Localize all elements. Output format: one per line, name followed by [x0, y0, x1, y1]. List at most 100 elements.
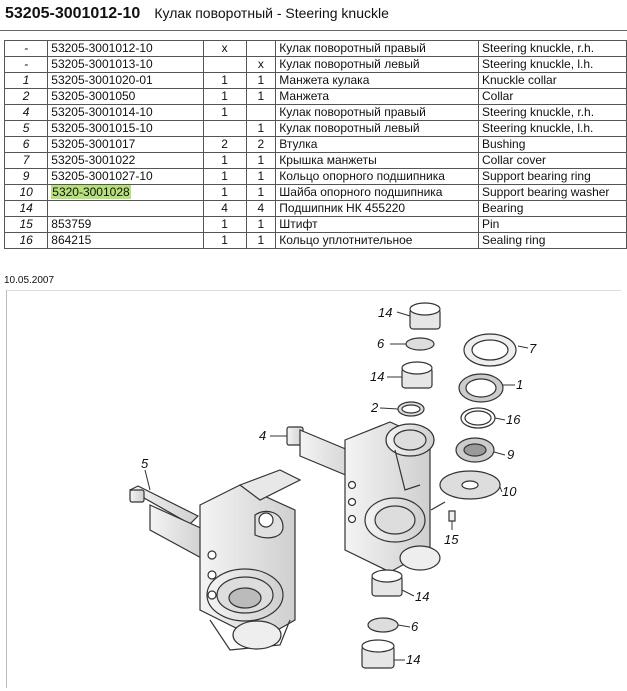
callout-14-lower: 14 — [415, 589, 429, 604]
cell-name-ru: Втулка — [275, 136, 479, 153]
callout-9: 9 — [507, 447, 514, 462]
callout-1: 1 — [516, 377, 523, 392]
cell-position: 9 — [3, 168, 49, 185]
cell-position: - — [3, 56, 49, 73]
cell-name-ru: Подшипник НК 455220 — [275, 200, 479, 217]
left-knuckle-drawing — [128, 469, 302, 651]
cell-qty-left: 2 — [245, 136, 277, 153]
callouts: 14 6 14 2 4 5 7 1 16 9 10 15 14 6 14 — [141, 305, 537, 667]
cell-position: 15 — [3, 216, 49, 233]
cell-qty-left: 1 — [245, 232, 277, 249]
cell-name-en: Support bearing ring — [478, 168, 627, 185]
cell-part-number: 53205-3001050 — [47, 88, 204, 105]
cell-qty-left: 1 — [245, 120, 277, 137]
callout-5: 5 — [141, 456, 149, 471]
cell-qty-right: 1 — [202, 184, 247, 201]
cell-part-number: 53205-3001020-01 — [47, 72, 204, 89]
highlighted-part-number: 5320-3001028 — [51, 185, 131, 199]
cell-position: 16 — [3, 232, 49, 249]
cell-part-number: 853759 — [47, 216, 204, 233]
cell-name-en: Collar cover — [478, 152, 627, 169]
cell-position: 14 — [3, 200, 49, 217]
cell-part-number: 53205-3001022 — [47, 152, 204, 169]
cell-position: 7 — [3, 152, 49, 169]
leader-lines — [144, 311, 529, 661]
cell-position: 1 — [3, 72, 49, 89]
cell-name-en: Steering knuckle, r.h. — [478, 104, 627, 121]
cell-position: 10 — [3, 184, 49, 201]
cell-name-en: Bearing — [478, 200, 627, 217]
cell-qty-right: 1 — [202, 216, 247, 233]
cell-name-en: Bushing — [478, 136, 627, 153]
cell-position: - — [3, 40, 49, 57]
cell-name-en: Collar — [478, 88, 627, 105]
exploded-diagram: 14 6 14 2 4 5 7 1 16 9 10 15 14 6 14 — [128, 302, 537, 669]
callout-7: 7 — [529, 341, 537, 356]
cell-name-ru: Кольцо уплотнительное — [275, 232, 479, 249]
callout-14-top: 14 — [378, 305, 392, 320]
cell-name-ru: Манжета кулака — [275, 72, 479, 89]
cell-qty-left: 1 — [245, 152, 277, 169]
cell-part-number: 5320-3001028 — [47, 184, 204, 201]
cell-qty-left: 1 — [245, 184, 277, 201]
callout-10: 10 — [502, 484, 517, 499]
cell-name-en: Knuckle collar — [478, 72, 627, 89]
cell-qty-left — [245, 104, 277, 121]
right-rings-drawing — [430, 333, 517, 522]
cell-qty-left: 1 — [245, 216, 277, 233]
cell-qty-right: 1 — [202, 104, 247, 121]
cell-qty-right: x — [202, 40, 247, 57]
document-date: 10.05.2007 — [4, 275, 55, 286]
callout-2: 2 — [370, 400, 379, 415]
figure-frame — [6, 290, 621, 688]
cell-name-ru: Шайба опорного подшипника — [275, 184, 479, 201]
top-bearing-stack-drawing — [397, 302, 441, 417]
cell-name-en: Steering knuckle, l.h. — [478, 56, 627, 73]
cell-name-en: Sealing ring — [478, 232, 627, 249]
cell-part-number: 53205-3001012-10 — [47, 40, 204, 57]
cell-qty-right: 1 — [202, 152, 247, 169]
cell-qty-right: 2 — [202, 136, 247, 153]
callout-6-top: 6 — [377, 336, 385, 351]
cell-qty-left: x — [245, 56, 277, 73]
cell-qty-right: 1 — [202, 232, 247, 249]
cell-part-number: 53205-3001014-10 — [47, 104, 204, 121]
right-knuckle-drawing — [286, 421, 441, 573]
cell-name-ru: Крышка манжеты — [275, 152, 479, 169]
cell-qty-right: 1 — [202, 72, 247, 89]
cell-name-en: Steering knuckle, r.h. — [478, 40, 627, 57]
cell-qty-right — [202, 56, 247, 73]
cell-position: 6 — [3, 136, 49, 153]
cell-qty-right: 4 — [202, 200, 247, 217]
cell-part-number: 53205-3001015-10 — [47, 120, 204, 137]
cell-part-number: 53205-3001017 — [47, 136, 204, 153]
cell-qty-left: 1 — [245, 72, 277, 89]
cell-part-number: 53205-3001027-10 — [47, 168, 204, 185]
bottom-bearing-stack-drawing — [361, 569, 403, 669]
document-title: 53205-3001012-10 Кулак поворотный - Stee… — [5, 5, 389, 23]
cell-qty-right: 1 — [202, 88, 247, 105]
cell-qty-right: 1 — [202, 168, 247, 185]
callout-6-bottom: 6 — [411, 619, 419, 634]
callout-14-bottom: 14 — [406, 652, 420, 667]
cell-name-ru: Манжета — [275, 88, 479, 105]
cell-position: 5 — [3, 120, 49, 137]
cell-name-ru: Штифт — [275, 216, 479, 233]
cell-part-number: 53205-3001013-10 — [47, 56, 204, 73]
cell-qty-left: 1 — [245, 88, 277, 105]
cell-qty-left: 4 — [245, 200, 277, 217]
